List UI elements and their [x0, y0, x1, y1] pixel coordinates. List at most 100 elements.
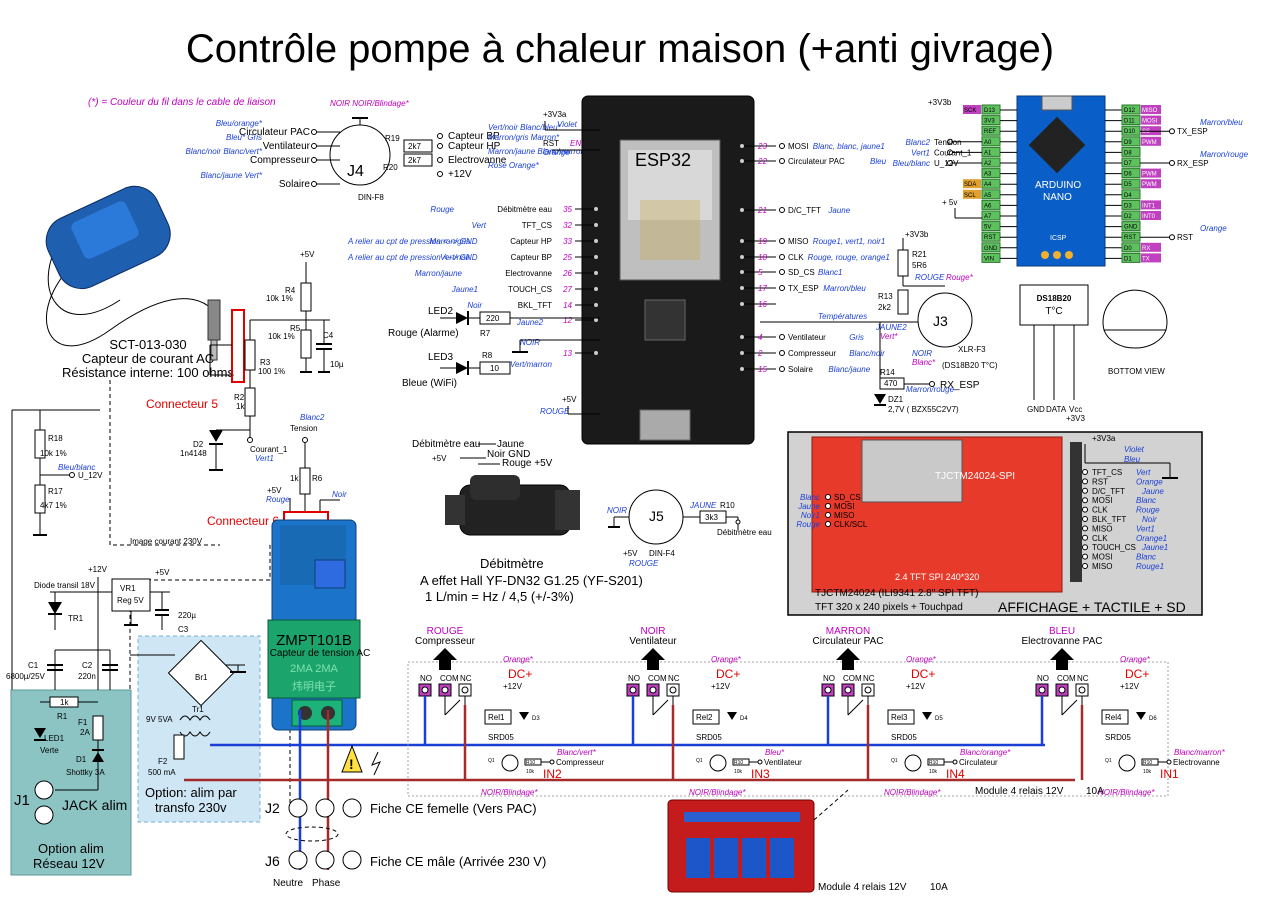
current-sensor: SCT-013-030 Capteur de courant AC Résist… — [45, 185, 245, 411]
svg-text:U_12V: U_12V — [78, 471, 103, 480]
esp32-left-color: Marron/jaune — [415, 269, 463, 278]
esp32-right-label: TX_ESP — [788, 284, 819, 293]
svg-text:+12V: +12V — [88, 565, 108, 574]
svg-text:Débitmètre eau: Débitmètre eau — [717, 528, 772, 537]
esp32-left-color: Jaune1 — [451, 285, 478, 294]
nano-right-tag — [1141, 179, 1161, 189]
sensor-desc: Capteur de courant AC — [82, 351, 214, 366]
relay-diode-label: D4 — [740, 716, 748, 722]
svg-text:R14: R14 — [880, 368, 895, 377]
esp32-right-label: Compresseur — [788, 349, 836, 358]
nano-right-color: Marron/rouge — [1200, 150, 1249, 159]
tft-pin-label: MISO — [1092, 562, 1112, 571]
svg-text:J2: J2 — [265, 800, 280, 816]
esp32-pressure-note: A relier au cpt de pression <--> GND — [347, 253, 478, 262]
svg-text:Violet: Violet — [1124, 445, 1145, 454]
svg-text:DS18B20: DS18B20 — [1037, 294, 1072, 303]
ds18b20-sensor: DS18B20 T°C GND DATA Vcc +3V3 BOTTOM VIE… — [1019, 284, 1168, 423]
svg-text:10µ: 10µ — [330, 360, 344, 369]
svg-text:R6: R6 — [312, 474, 323, 483]
esp32-left-color: Marron/gris — [430, 237, 470, 246]
j4-left-terminal — [311, 181, 317, 187]
svg-text:Rouge (Alarme): Rouge (Alarme) — [388, 328, 459, 339]
relay-srd: SRD05 — [1105, 733, 1131, 742]
relay-name: Rel3 — [891, 713, 908, 722]
svg-text:炜明电子: 炜明电子 — [292, 679, 336, 693]
svg-text:JAUNE2: JAUNE2 — [875, 323, 907, 332]
esp32-left-color: NOIR — [520, 338, 540, 347]
relay-module-photo: Module 4 relais 12V 10A — [667, 789, 948, 893]
temperature-input: +3V3b R21 5R6 ROUGE Rouge* R13 2k2 J3 XL… — [760, 230, 998, 414]
svg-text:+3V3b: +3V3b — [928, 98, 952, 107]
nano-left-tag — [963, 179, 981, 189]
svg-text:J6: J6 — [265, 853, 280, 869]
svg-text:Image courant 230V: Image courant 230V — [130, 537, 203, 546]
svg-text:ARDUINO: ARDUINO — [1035, 180, 1081, 191]
svg-text:BOTTOM VIEW: BOTTOM VIEW — [1108, 367, 1165, 376]
nano-left-pin-label: A1 — [984, 150, 992, 156]
nano-right-pin — [1121, 104, 1141, 115]
esp32-right-terminal — [779, 285, 785, 291]
esp32-left-pin: 12 — [563, 316, 572, 325]
relay-module-outline — [407, 661, 1169, 797]
svg-text:TJCTM24024-SPI: TJCTM24024-SPI — [935, 471, 1015, 482]
svg-text:GND: GND — [1027, 405, 1045, 414]
tft-pin-color: Blanc — [1136, 496, 1156, 505]
nano-right-pin-label: D9 — [1124, 140, 1132, 146]
svg-text:Vert/marron: Vert/marron — [510, 360, 552, 369]
zmpt-transformer — [267, 619, 361, 699]
relay-transistor — [1118, 754, 1136, 772]
svg-text:J5: J5 — [649, 508, 664, 524]
nano-right-pin-label: D8 — [1124, 150, 1132, 156]
tft-pin — [1082, 516, 1088, 522]
svg-text:(DS18B20 T°C): (DS18B20 T°C) — [942, 361, 998, 370]
esp32-right-terminal — [779, 334, 785, 340]
tft-pin — [1082, 497, 1088, 504]
nano-left-pin-label: GND — [984, 246, 998, 252]
tft-pin — [1082, 563, 1088, 569]
svg-text:R17: R17 — [48, 487, 63, 496]
flow-meter: Débitmètre eau Jaune Noir GND Rouge +5V … — [412, 439, 772, 604]
esp32-left-pad — [594, 351, 598, 355]
esp32-name: ESP32 — [635, 150, 691, 170]
nano-left-label: Courant_1 — [934, 148, 972, 157]
warning-icon — [341, 744, 363, 773]
nano-right-pin — [1121, 189, 1141, 200]
j4-left-color: Bleu/orange* — [216, 119, 263, 128]
svg-text:Tension: Tension — [290, 424, 318, 433]
esp32-left-pin: 26 — [562, 269, 572, 278]
esp32-left-pad — [594, 287, 598, 291]
svg-text:220: 220 — [486, 314, 500, 323]
jack-terminal-2 — [34, 805, 54, 825]
tft-pin-label: MOSI — [1092, 496, 1112, 505]
j2-earth-terminal — [342, 798, 362, 818]
svg-text:10k 1%: 10k 1% — [40, 449, 67, 458]
nano-left-pin-label: A2 — [984, 161, 992, 167]
relay-gnd: NOIR/Blindage* — [884, 788, 941, 797]
esp32-left-color: Noir — [467, 301, 482, 310]
relay-signal-wire: Bleu* — [765, 748, 785, 757]
svg-text:C1: C1 — [28, 661, 39, 670]
svg-text:Noir GND: Noir GND — [487, 449, 530, 460]
nano-right-tag — [1141, 253, 1161, 263]
nano-right-pin-label: D7 — [1124, 161, 1132, 167]
tft-pin-color: Jaune1 — [1141, 543, 1168, 552]
connector-5-label: Connecteur 5 — [146, 397, 218, 411]
tft-pin-label: CLK — [1092, 534, 1108, 543]
esp32-right-pad — [740, 239, 744, 243]
relay-dc-color: Orange* — [906, 655, 937, 664]
sd-pin-label: MISO — [834, 511, 854, 520]
relay-dc-color: Orange* — [1120, 655, 1151, 664]
nano-right-tag-label: INT0 — [1142, 214, 1156, 220]
relay-dc-label: DC+ — [1125, 667, 1149, 681]
esp32-right-pin: 23 — [757, 142, 767, 151]
svg-text:ROUGE: ROUGE — [540, 407, 570, 416]
svg-text:D1: D1 — [76, 755, 87, 764]
svg-text:10k 1%: 10k 1% — [266, 294, 293, 303]
j4-left-terminal — [311, 157, 317, 163]
zmpt-desc: Capteur de tension AC — [270, 648, 371, 659]
nano-right-tag-label: SS — [1142, 129, 1150, 135]
